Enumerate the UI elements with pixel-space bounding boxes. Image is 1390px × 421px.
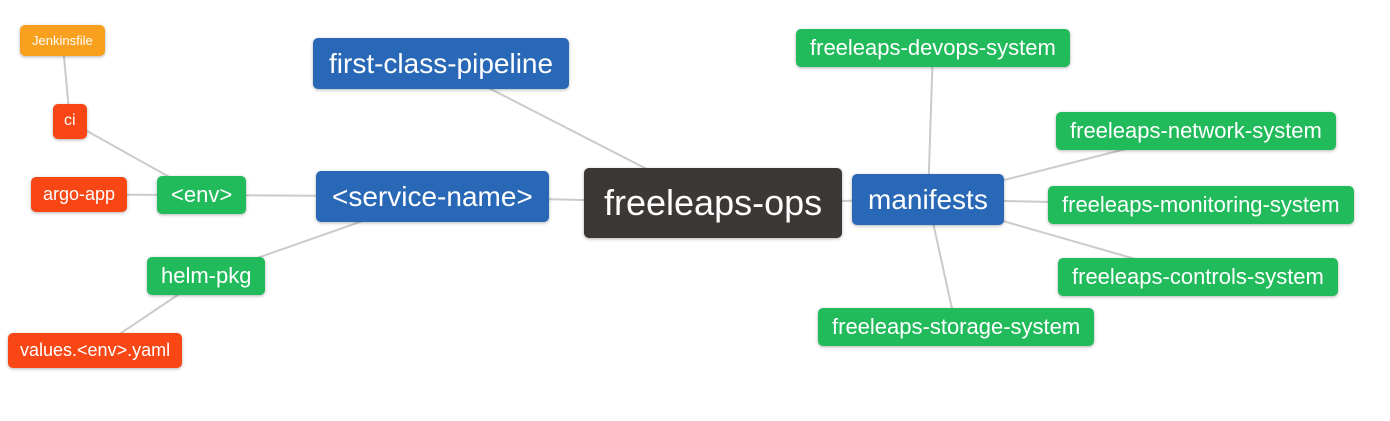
node-ci[interactable]: ci bbox=[53, 104, 87, 139]
node-jenkinsfile[interactable]: Jenkinsfile bbox=[20, 25, 105, 57]
node-freeleaps-network-system[interactable]: freeleaps-network-system bbox=[1056, 112, 1336, 150]
node-env[interactable]: <env> bbox=[157, 176, 247, 214]
node-manifests[interactable]: manifests bbox=[852, 174, 1004, 226]
node-values-env-yaml[interactable]: values.<env>.yaml bbox=[8, 333, 183, 369]
node-freeleaps-monitoring-system[interactable]: freeleaps-monitoring-system bbox=[1048, 186, 1354, 224]
node-helm-pkg[interactable]: helm-pkg bbox=[147, 257, 266, 295]
node-freeleaps-storage-system[interactable]: freeleaps-storage-system bbox=[818, 308, 1095, 346]
node-freeleaps-devops-system[interactable]: freeleaps-devops-system bbox=[796, 29, 1070, 67]
node-argo-app[interactable]: argo-app bbox=[31, 177, 128, 213]
node-freeleaps-ops[interactable]: freeleaps-ops bbox=[584, 168, 843, 239]
node-first-class-pipeline[interactable]: first-class-pipeline bbox=[313, 38, 570, 90]
node-freeleaps-controls-system[interactable]: freeleaps-controls-system bbox=[1058, 258, 1338, 296]
node-service-name[interactable]: <service-name> bbox=[316, 171, 549, 223]
